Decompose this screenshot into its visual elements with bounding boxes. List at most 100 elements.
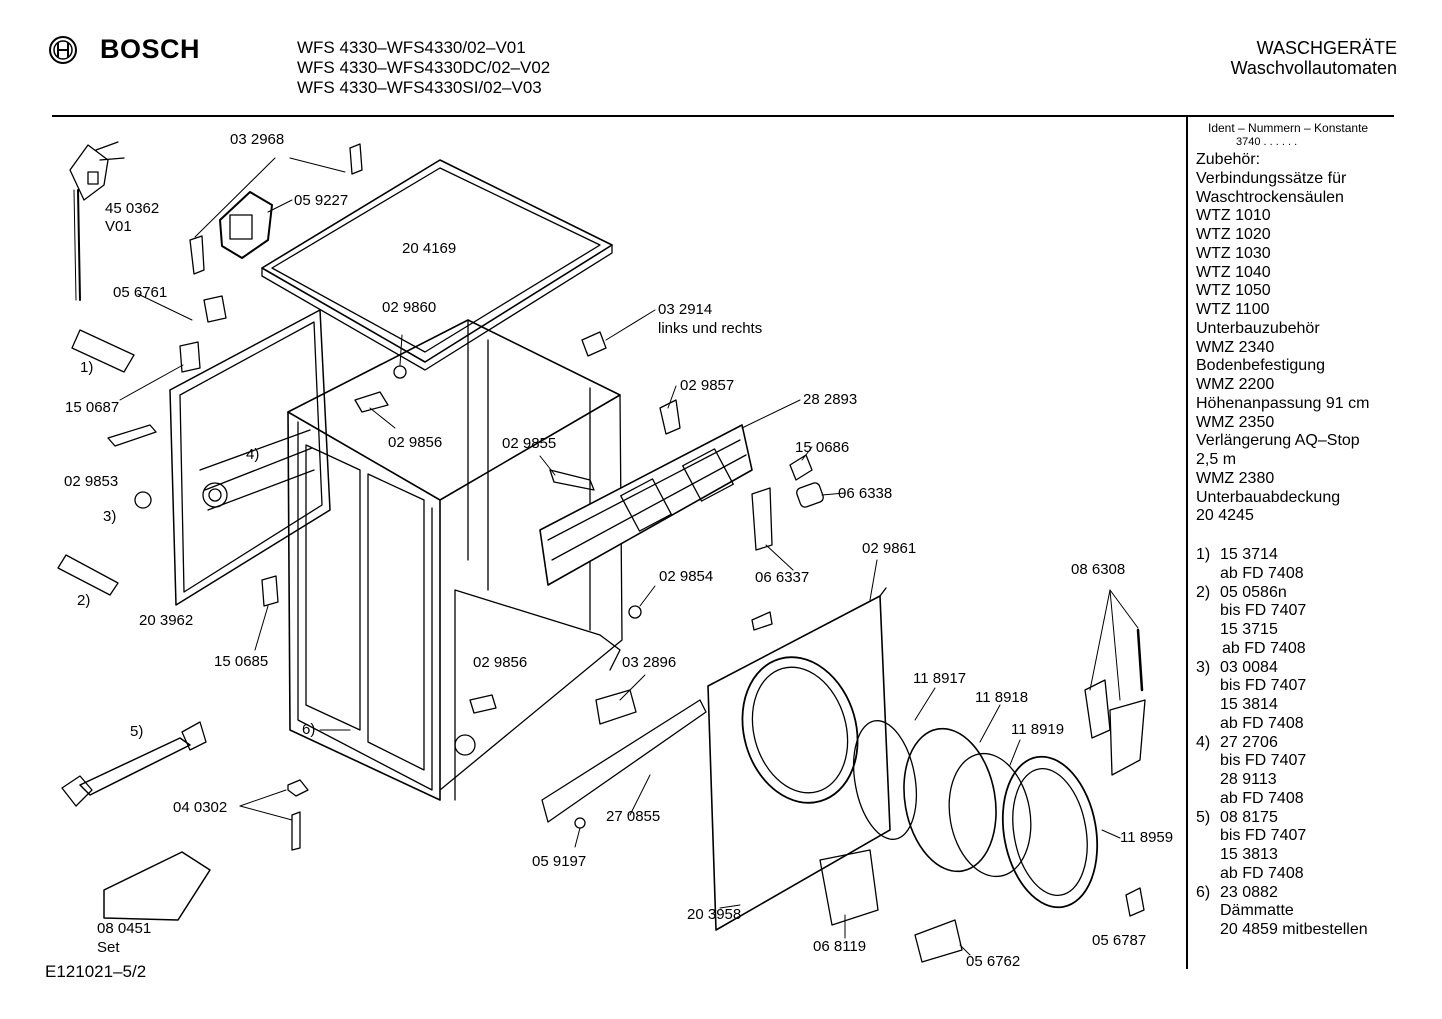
category-block: WASCHGERÄTE Waschvollautomaten [1231,38,1397,78]
note-6: 6)23 0882 [1196,883,1278,901]
accessory-line: Unterbauabdeckung [1196,488,1341,506]
sidebar-accessories: Ident – Nummern – Konstante 3740 . . . .… [1196,121,1369,526]
part-label: V01 [105,218,132,235]
accessory-line: WTZ 1030 [1196,244,1271,262]
part-label: 02 9854 [659,568,714,585]
part-label: 02 9857 [680,377,735,394]
part-label: 02 9855 [502,435,557,452]
part-label: 05 6787 [1092,932,1147,949]
accessory-line: Verbindungssätze für [1196,169,1347,187]
door-assembly-part [853,720,1099,909]
part-label: 11 8918 [975,689,1029,706]
note-5: 5)08 8175 [1196,808,1278,826]
model-list: WFS 4330–WFS4330/02–V01 WFS 4330–WFS4330… [297,38,550,98]
shim-set-part [103,851,211,921]
kick-strip-part [541,699,707,823]
brand-name: BOSCH [100,34,201,64]
accessory-line: WTZ 1040 [1196,263,1271,281]
part-label: 08 6308 [1071,561,1126,578]
control-rail-part [539,424,753,586]
part-label: 02 9853 [64,473,119,490]
part-label: 03 2896 [622,654,677,671]
rear-panel-part [169,309,331,606]
part-label: 15 0686 [795,439,850,456]
spanner-part [61,721,207,807]
part-label: 20 4169 [402,240,457,257]
accessory-line: Höhenanpassung 91 cm [1196,394,1370,412]
sidebar-divider [1186,117,1188,969]
part-label: 11 8919 [1011,721,1065,738]
part-label: Set [97,939,120,956]
lower-small-parts [819,849,1145,963]
bosch-logo-icon [49,35,77,64]
part-label: 20 3958 [687,906,742,923]
accessory-line: WTZ 1100 [1196,301,1270,318]
leader-lines [119,157,1139,956]
model-line: WFS 4330–WFS4330DC/02–V02 [297,58,551,77]
part-label: 05 9227 [294,192,349,209]
clip-part [189,143,363,275]
valve-part [57,329,135,596]
part-label: 06 6338 [838,485,893,502]
category-subtitle: Waschvollautomaten [1230,58,1397,78]
accessory-line: WMZ 2200 [1196,376,1275,393]
part-label: 05 9197 [532,853,587,870]
hinge-part [1084,628,1146,776]
part-label: 45 0362 [105,200,160,217]
part-label: 15 0687 [65,399,120,416]
part-label: 04 0302 [173,799,228,816]
accessory-line: WTZ 1010 [1196,207,1271,225]
accessory-line: WTZ 1020 [1196,226,1271,243]
part-label: 05 6761 [113,284,168,301]
switch-block-part [219,191,273,259]
accessory-line: Zubehör: [1196,151,1261,168]
part-label: 02 9856 [473,654,528,671]
part-label: 28 2893 [803,391,858,408]
part-label: 2) [77,592,91,609]
part-label: 06 6337 [755,569,810,586]
part-label: 03 2914 [658,301,713,318]
part-label: 1) [80,359,94,376]
part-label: 20 3962 [139,612,194,629]
brand-header: BOSCH [48,34,200,65]
part-label: 02 9860 [382,299,437,316]
part-label: 02 9861 [862,540,917,557]
part-label: 5) [130,723,144,740]
part-label: 6) [302,721,316,738]
ident-value: 3740 . . . . . . [1236,136,1298,148]
part-label: 11 8959 [1120,829,1174,846]
header-divider [52,115,1394,117]
model-line: WFS 4330–WFS4330/02–V01 [297,38,526,57]
front-panel-part [707,587,891,931]
top-cover-part [261,159,613,371]
part-label: 11 8917 [913,670,967,687]
part-label: 02 9856 [388,434,443,451]
drawing-number: E121021–5/2 [45,962,147,981]
nut-bolt-part [287,779,309,851]
small-parts [107,295,824,829]
accessory-line: 20 4245 [1196,507,1254,525]
model-line: WFS 4330–WFS4330SI/02–V03 [297,78,542,97]
accessory-line: Waschtrockensäulen [1196,188,1344,206]
part-label: 27 0855 [606,808,661,825]
note-1: 1)15 3714 [1196,546,1278,563]
note-4: 4)27 2706 [1196,733,1278,751]
part-label: 4) [246,446,260,463]
ident-label: Ident – Nummern – Konstante [1208,121,1369,135]
note-2: 2)05 0586n [1196,583,1287,601]
accessory-line: WMZ 2380 [1196,469,1275,487]
accessory-line: WMZ 2340 [1196,338,1275,356]
part-label: 3) [103,508,117,525]
part-label: 08 0451 [97,920,152,937]
accessory-line: 2,5 m [1196,451,1237,468]
part-label: 05 6762 [966,953,1021,970]
power-plug-part [69,141,125,301]
part-label: links und rechts [658,320,763,337]
part-label: 03 2968 [230,131,285,148]
note-3: 3)03 0084 [1196,658,1278,676]
part-label: 06 8119 [813,938,867,955]
accessory-line: Unterbauzubehör [1196,319,1320,337]
cabinet-frame-part [287,319,623,801]
accessory-line: WTZ 1050 [1196,282,1271,300]
